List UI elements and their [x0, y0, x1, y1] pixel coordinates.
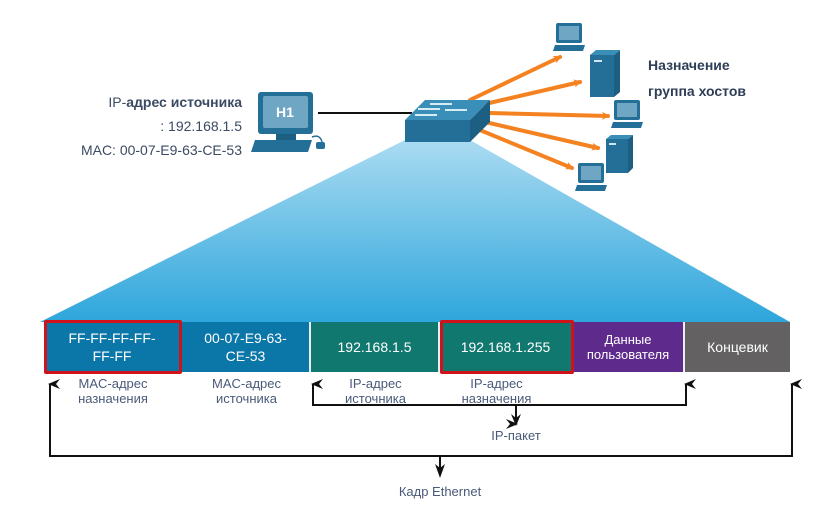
ip-packet-bracket: [311, 379, 696, 429]
ip-packet-down-arrow: [511, 414, 521, 426]
label-line: назначения: [461, 391, 532, 406]
dest-host-pc-3-icon: [575, 163, 607, 191]
host-h1-icon: [251, 92, 325, 152]
source-ip-title: IP-адрес источника: [108, 94, 242, 110]
dest-host-server-1-icon: [590, 50, 620, 97]
source-info: IP-адрес источника : 192.168.1.5 MAC: 00…: [60, 90, 242, 162]
multicast-arrows: [468, 55, 610, 170]
cell-text: FF-FF-FF-FF-: [68, 330, 156, 346]
host-h1-label: H1: [276, 104, 294, 120]
arrow-to-host-4: [483, 120, 600, 151]
ethernet-frame-down-arrow: [435, 464, 445, 478]
frame-cell-dest-ip: 192.168.1.255: [440, 322, 573, 372]
frame-cell-dest-mac: FF-FF-FF-FF- FF-FF: [44, 322, 182, 372]
label-line: источника: [216, 391, 277, 406]
cell-text: CE-53: [225, 348, 266, 364]
label-line: MAC-адрес: [212, 376, 281, 391]
ethernet-frame-caption: Кадр Ethernet: [398, 484, 482, 499]
destination-group-label: Назначение группа хостов: [648, 52, 746, 104]
dest-host-pc-1-icon: [553, 23, 585, 51]
switch-icon: [405, 100, 490, 142]
ethernet-frame-bracket: [48, 379, 802, 472]
cell-text: Данные: [604, 332, 652, 347]
cell-text: пользователя: [586, 347, 670, 362]
frame-cell-src-mac: 00-07-E9-63- CE-53: [182, 322, 311, 372]
label-line: источника: [345, 391, 406, 406]
cell-text: Концевик: [707, 339, 768, 355]
dest-host-server-2-icon: [606, 135, 633, 173]
label-line: MAC-адрес: [78, 376, 148, 391]
dest-host-pc-2-icon: [611, 100, 643, 128]
cell-text: FF-FF: [92, 348, 132, 364]
destination-line-1: Назначение: [648, 57, 730, 73]
frame-cell-src-ip: 192.168.1.5: [311, 322, 440, 372]
source-mac-value: MAC: 00-07-E9-63-CE-53: [80, 142, 242, 158]
ip-packet-caption: IP-пакет: [491, 428, 541, 443]
arrow-to-host-2: [483, 79, 582, 106]
cell-text: 00-07-E9-63-: [204, 330, 287, 346]
source-ip-value: : 192.168.1.5: [160, 118, 242, 134]
label-line: назначения: [78, 391, 148, 406]
arrow-to-host-5: [473, 126, 574, 170]
destination-line-2: группа хостов: [648, 83, 746, 99]
arrow-to-host-3: [488, 111, 610, 120]
label-line: IP-адрес: [470, 376, 523, 391]
label-line: IP-адрес: [349, 376, 402, 391]
cell-text: 192.168.1.255: [460, 339, 551, 355]
zoom-cone: [40, 140, 790, 322]
source-ip-title-bold: адрес источника: [126, 94, 242, 110]
arrow-to-host-1: [468, 55, 562, 102]
cell-text: 192.168.1.5: [337, 339, 412, 355]
frame-cell-trailer: Концевик: [685, 322, 790, 372]
